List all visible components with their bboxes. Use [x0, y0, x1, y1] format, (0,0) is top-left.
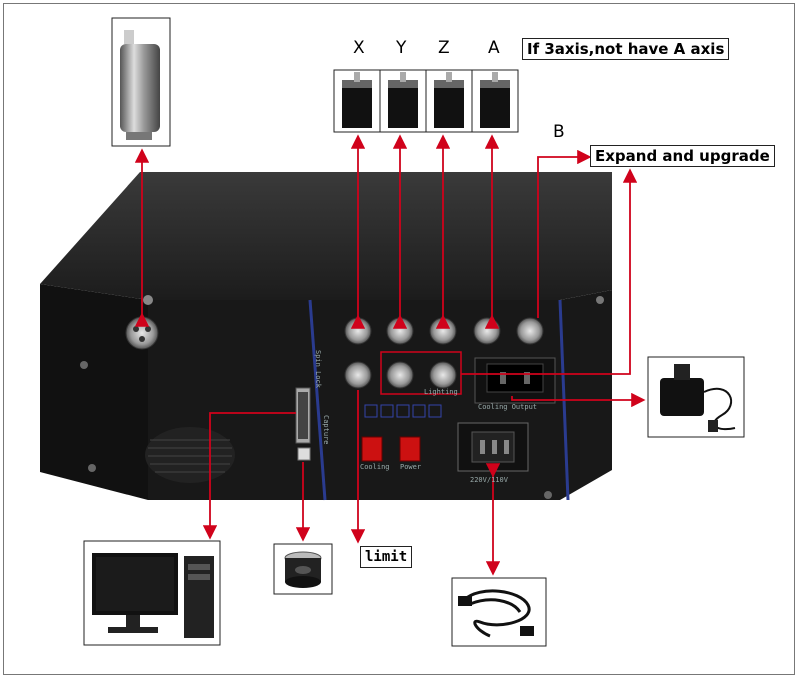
expand-upgrade-label: Expand and upgrade — [590, 145, 775, 167]
water-pump — [647, 356, 745, 438]
cooling-switch-text: Cooling — [360, 463, 390, 471]
limit-label: limit — [360, 546, 413, 568]
db25-port — [295, 387, 311, 461]
capture-text: Capture — [322, 415, 330, 445]
axis-label-a: A — [488, 38, 500, 58]
tool-probe — [273, 543, 333, 595]
axis-label-z: Z — [438, 38, 450, 58]
power-cord — [451, 577, 547, 647]
cooling-output-socket — [474, 357, 556, 404]
axis-label-x: X — [353, 38, 365, 58]
stepper-motor-z — [425, 69, 473, 133]
stepper-motor-x — [333, 69, 381, 133]
limit-connectors — [344, 351, 462, 395]
three-axis-note-label: If 3axis,not have A axis — [522, 38, 730, 60]
spindle-lock-text: Spin Lock — [314, 350, 322, 388]
axis-label-b: B — [553, 122, 565, 142]
spindle-motor — [111, 17, 171, 147]
cooling-switch — [361, 436, 383, 462]
stepper-motor-a — [471, 69, 519, 133]
connection-arrows — [134, 134, 646, 576]
computer — [83, 540, 221, 646]
power-switch — [399, 436, 421, 462]
stepper-motor-y — [379, 69, 427, 133]
indicator-leds — [364, 404, 442, 418]
voltage-text: 220V/110V — [470, 476, 508, 484]
axis-label-y: Y — [396, 38, 407, 58]
outer-frame — [3, 3, 795, 675]
fan-vent — [145, 427, 235, 483]
power-inlet — [457, 422, 529, 472]
power-switch-text: Power — [400, 463, 422, 471]
lighting-text: Lighting — [424, 388, 458, 396]
spindle-connector — [125, 316, 159, 350]
cooling-output-text: Cooling Output — [478, 403, 538, 411]
